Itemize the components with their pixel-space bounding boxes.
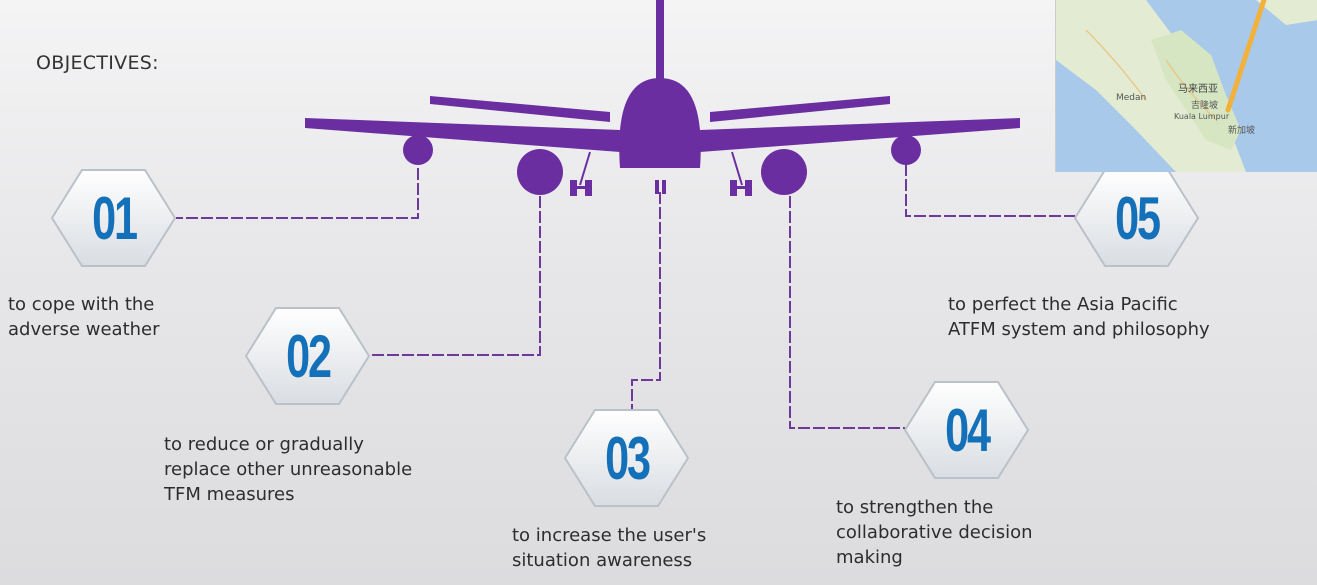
- hex-badge-01: [50, 169, 177, 267]
- badge-number-03: 03: [605, 424, 651, 492]
- connector-03: [631, 192, 661, 410]
- hex-badge-02: [244, 307, 371, 405]
- badge-number-02: 02: [286, 322, 332, 390]
- badge-number-04-wrap: 04: [908, 378, 1026, 482]
- badge-number-01: 01: [92, 184, 138, 252]
- badge-number-05-wrap: 05: [1078, 166, 1196, 270]
- connector-lines: [176, 164, 1075, 429]
- map-label-kl-cn: 吉隆坡: [1191, 99, 1218, 111]
- map-label-singapore: 新加坡: [1228, 124, 1255, 136]
- badge-number-01-wrap: 01: [55, 166, 173, 270]
- connector-01: [176, 168, 419, 219]
- connector-05: [905, 164, 1075, 217]
- objective-05-text: to perfect the Asia Pacific ATFM system …: [948, 294, 1210, 340]
- badge-number-03-wrap: 03: [568, 406, 686, 510]
- map-label-kl: Kuala Lumpur: [1174, 112, 1230, 121]
- connector-02: [370, 196, 541, 356]
- objective-02-text: to reduce or gradually replace other unr…: [164, 434, 413, 505]
- objective-03-text: to increase the user's situation awarene…: [512, 525, 707, 571]
- objectives-heading: OBJECTIVES:: [36, 52, 159, 74]
- badge-number-02-wrap: 02: [249, 304, 367, 408]
- hex-badge-03: [563, 409, 690, 507]
- aircraft-icon: [305, 0, 1020, 196]
- map-label-malaysia: 马来西亚: [1178, 83, 1218, 95]
- map-label-medan: Medan: [1116, 93, 1146, 103]
- badge-number-05: 05: [1115, 184, 1161, 252]
- objective-01-text: to cope with the adverse weather: [8, 294, 160, 340]
- objective-04-text: to strengthen the collaborative decision…: [836, 497, 1033, 568]
- hex-badge-04: [903, 381, 1030, 479]
- connector-04: [789, 196, 905, 429]
- badge-number-04: 04: [945, 396, 991, 464]
- map-inset: Medan 马来西亚 吉隆坡 Kuala Lumpur 新加坡: [1055, 0, 1317, 172]
- map-image: Medan 马来西亚 吉隆坡 Kuala Lumpur 新加坡: [1056, 0, 1317, 172]
